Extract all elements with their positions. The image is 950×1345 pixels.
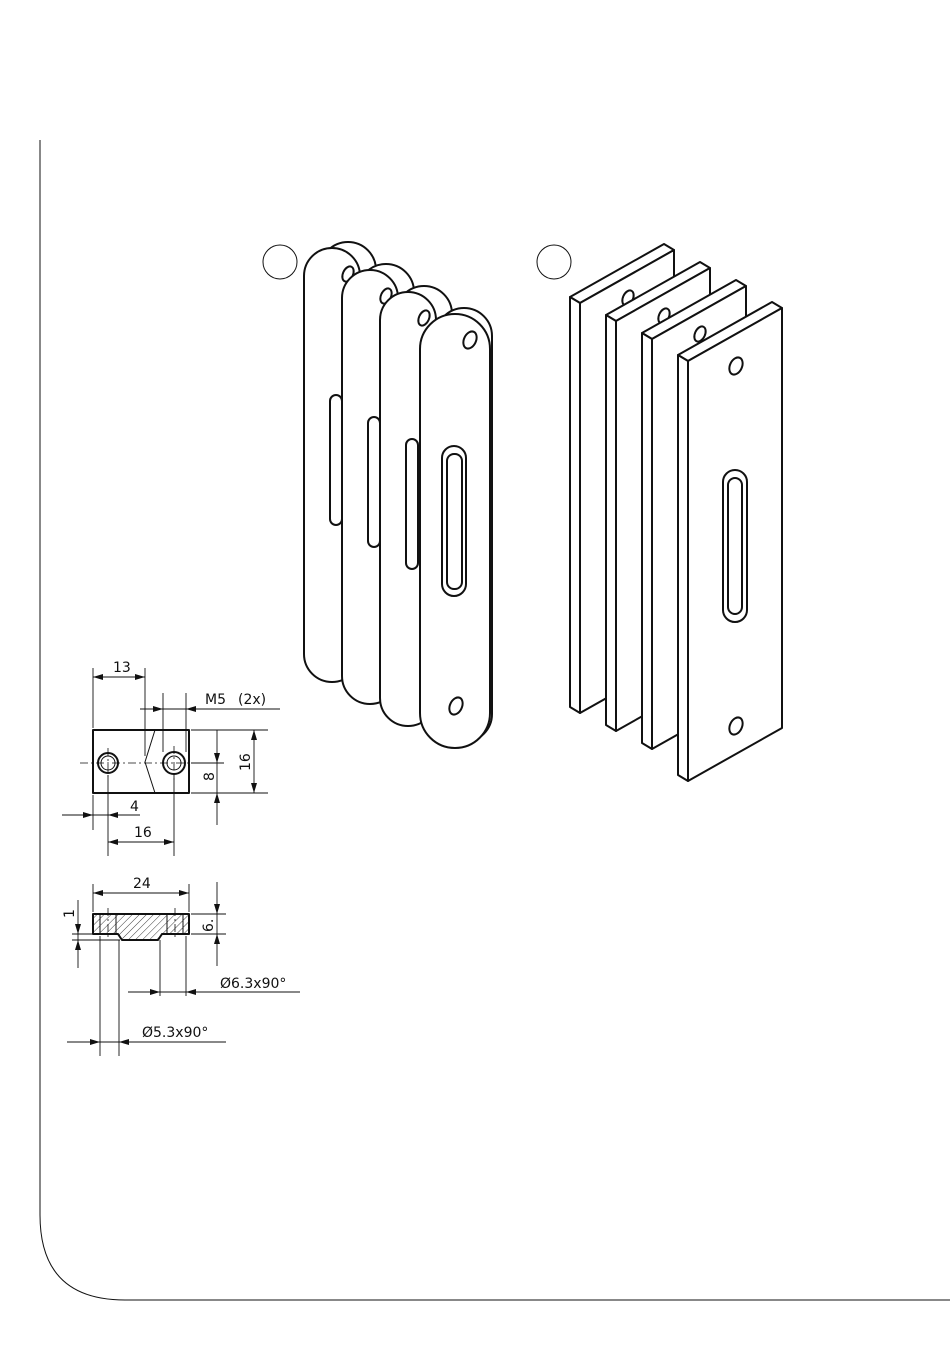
dim-24-label: 24 — [133, 876, 151, 892]
thread-count-label: (2x) — [238, 692, 266, 708]
rounded-plates-view — [304, 242, 492, 748]
top-view: 13 M5 (2x) 8 16 4 16 — [62, 660, 280, 856]
rect-plate-4 — [678, 302, 782, 781]
rectangular-plates-view — [570, 244, 782, 781]
dim-16-vertical-label: 16 — [238, 753, 254, 771]
dim-8-label: 8 — [202, 772, 218, 781]
section-view: 24 1 6. Ø6.3x90° Ø5.3x90° — [62, 876, 300, 1056]
block-outline — [93, 730, 189, 793]
dim-16-horizontal-label: 16 — [134, 825, 152, 841]
dim-13-label: 13 — [113, 660, 131, 676]
chamfer-large-label: Ø6.3x90° — [220, 976, 286, 992]
sheet-border — [40, 140, 950, 1300]
chamfer-small-label: Ø5.3x90° — [142, 1025, 208, 1041]
dim-6-label: 6. — [201, 919, 217, 932]
dim-4-label: 4 — [130, 799, 139, 815]
thread-label: M5 — [205, 692, 226, 708]
rounded-plate-4 — [420, 308, 492, 748]
dim-1-label: 1 — [62, 909, 78, 918]
callout-circle-1 — [263, 245, 297, 279]
callout-circle-2 — [537, 245, 571, 279]
